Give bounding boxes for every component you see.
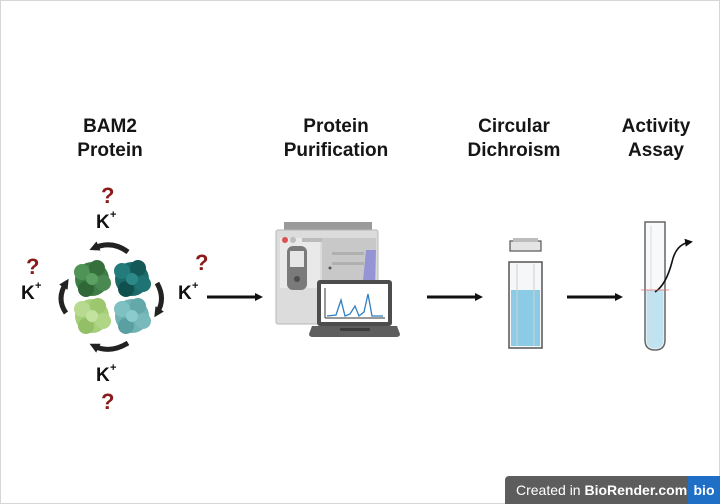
laptop-chromatogram-icon: [309, 280, 400, 337]
curved-arrow-bottom: [89, 340, 130, 353]
question-mark-top: ?: [101, 183, 114, 208]
svg-text:+: +: [192, 280, 198, 292]
svg-text:K: K: [21, 283, 35, 304]
subunit-teal: [114, 260, 151, 297]
k-ion-right: K +: [178, 280, 198, 304]
svg-text:+: +: [35, 280, 41, 292]
credit-text: Created in BioRender.com: [516, 482, 688, 498]
activity-trace-line: [654, 238, 693, 293]
biorender-credit-badge[interactable]: Created in BioRender.com bio: [505, 476, 720, 504]
bam2-tetramer: ? ? ? ? K + K + K + K +: [21, 183, 208, 414]
k-ion-left: K +: [21, 280, 41, 304]
svg-text:+: +: [110, 362, 116, 374]
question-mark-left: ?: [26, 254, 39, 279]
question-mark-bottom: ?: [101, 389, 114, 414]
subunit-dark-green: [74, 260, 111, 297]
k-ion-bottom: K +: [96, 362, 116, 386]
test-tube-icon: [641, 221, 693, 351]
svg-text:K: K: [96, 365, 110, 386]
curved-arrow-left: [58, 278, 69, 315]
svg-text:K: K: [178, 283, 192, 304]
k-ion-top: K +: [96, 209, 116, 233]
subunit-light-green: [74, 298, 111, 334]
svg-text:+: +: [110, 209, 116, 221]
question-mark-right: ?: [195, 250, 208, 275]
svg-text:K: K: [96, 212, 110, 233]
subunit-light-teal: [114, 298, 151, 334]
curved-arrow-right: [154, 281, 164, 318]
cuvette-icon: [508, 238, 543, 349]
biorender-logo-icon: bio: [688, 476, 720, 504]
curved-arrow-top: [89, 241, 130, 255]
